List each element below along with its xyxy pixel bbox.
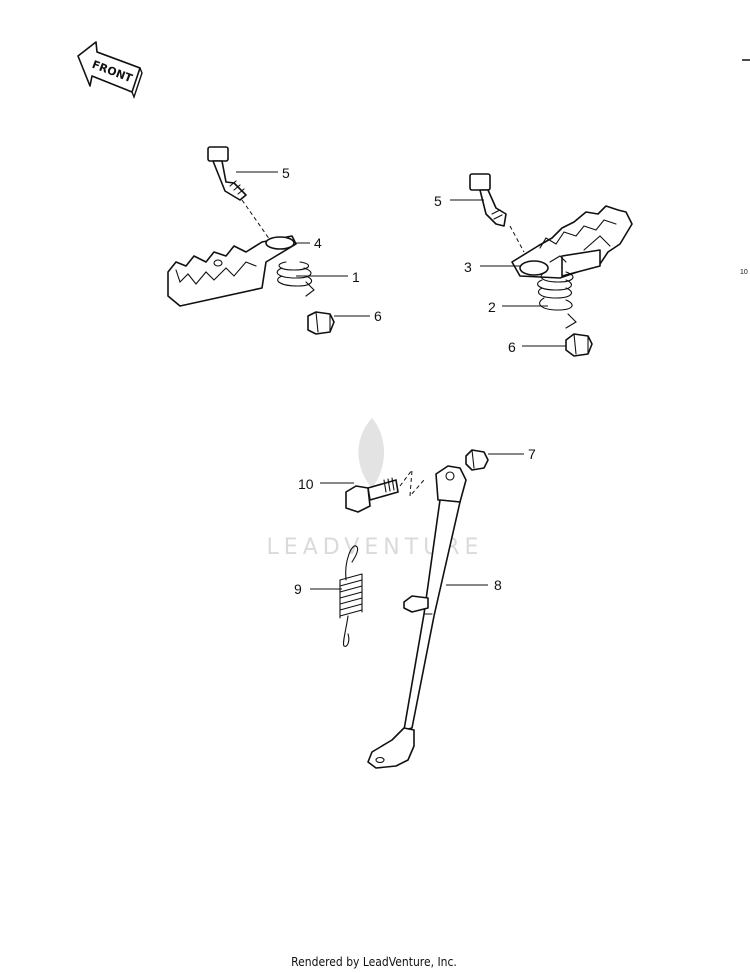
front-arrow-icon — [77, 41, 141, 93]
callout-left-spring: 1 — [352, 269, 360, 285]
callout-right-bracket: 3 — [464, 259, 472, 275]
stand-bolt — [345, 477, 399, 513]
callout-left-bracket: 4 — [314, 235, 322, 251]
callout-stand-nut: 7 — [528, 446, 536, 462]
right-footpeg-nut — [565, 333, 593, 357]
left-footpeg-bracket — [167, 235, 297, 307]
left-footpeg-spring — [276, 261, 315, 297]
callout-right-spring: 2 — [488, 299, 496, 315]
front-arrow: FRONT — [77, 41, 143, 100]
callout-right-bolt: 5 — [434, 193, 442, 209]
callout-stand-bolt: 10 — [298, 476, 314, 492]
callout-side-stand: 8 — [494, 577, 502, 593]
callout-right-nut: 6 — [508, 339, 516, 355]
watermark-flame-icon — [358, 418, 385, 488]
right-footpeg-bolt — [469, 173, 507, 227]
left-footpeg-bolt — [207, 146, 247, 201]
left-footpeg-nut — [307, 311, 335, 335]
leader-lines — [236, 171, 566, 590]
callout-left-nut: 6 — [374, 308, 382, 324]
side-stand — [367, 465, 467, 769]
callout-left-bolt: 5 — [282, 165, 290, 181]
right-footpeg-spring — [537, 255, 577, 329]
stand-nut — [465, 449, 489, 471]
stand-spring — [339, 545, 363, 647]
callout-stand-spring: 9 — [294, 581, 302, 597]
edge-label: 10 — [740, 269, 748, 276]
footer-credit: Rendered by LeadVenture, Inc. — [291, 955, 457, 969]
right-footpeg-bracket — [511, 205, 633, 279]
